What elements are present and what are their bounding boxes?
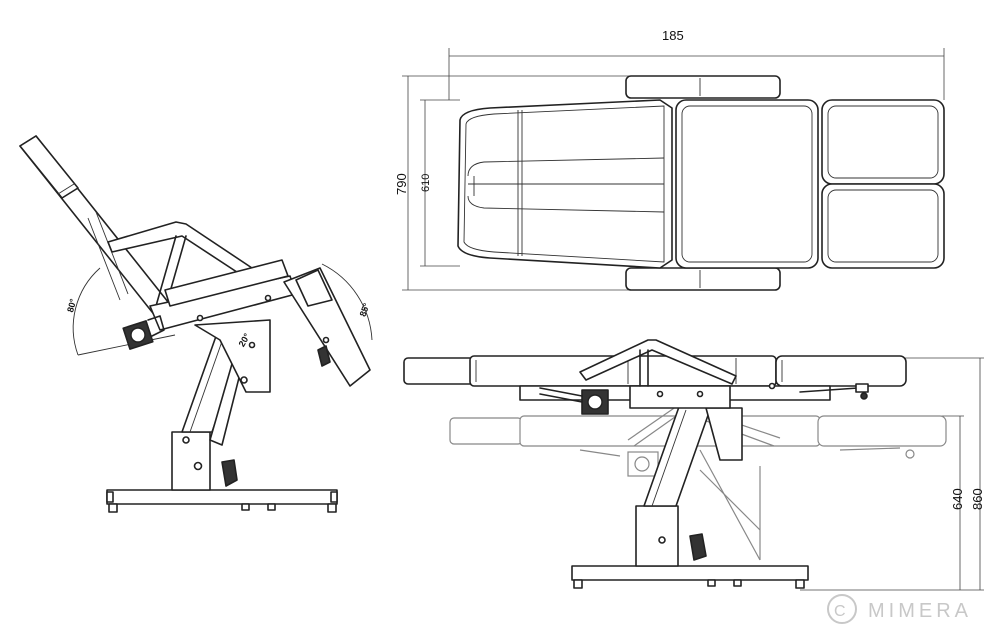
side-view-chair: 80° 20° 85°	[19, 135, 373, 513]
height-low-label: 640	[950, 488, 965, 510]
armrest-top	[625, 75, 781, 99]
top-view: 185 790 610	[394, 28, 945, 291]
headrest-flat	[403, 357, 475, 385]
flat-adjustment-knob	[539, 387, 609, 415]
foot	[108, 503, 118, 513]
depth-outer-label: 790	[394, 173, 409, 195]
watermark-text: MIMERA	[868, 600, 972, 622]
legrest-angle-label: 85°	[358, 301, 372, 318]
height-high-label: 860	[970, 488, 985, 510]
armrest-bottom	[625, 267, 781, 291]
base-plate	[106, 489, 338, 505]
column-base	[171, 431, 211, 491]
legrest-flat	[775, 355, 907, 387]
legrest-left	[821, 99, 945, 185]
foot-pedal	[221, 459, 238, 487]
backrest-angle-label: 80°	[65, 297, 78, 313]
seat-top	[675, 99, 819, 269]
legrest	[283, 267, 371, 387]
watermark-symbol: C	[834, 603, 846, 620]
width-dimension-label: 185	[662, 28, 684, 43]
backrest-angle-arc	[72, 267, 101, 356]
flat-side-view: 640 860	[403, 339, 985, 591]
lift-column-base	[635, 505, 679, 567]
lift-base-plate	[571, 565, 809, 581]
copyright-icon	[827, 594, 857, 624]
depth-inner-label: 610	[420, 174, 432, 192]
adjustment-knob	[122, 315, 165, 350]
armrest-flat	[579, 339, 737, 385]
legrest-right	[821, 183, 945, 269]
watermark: C MIMERA	[827, 594, 972, 624]
